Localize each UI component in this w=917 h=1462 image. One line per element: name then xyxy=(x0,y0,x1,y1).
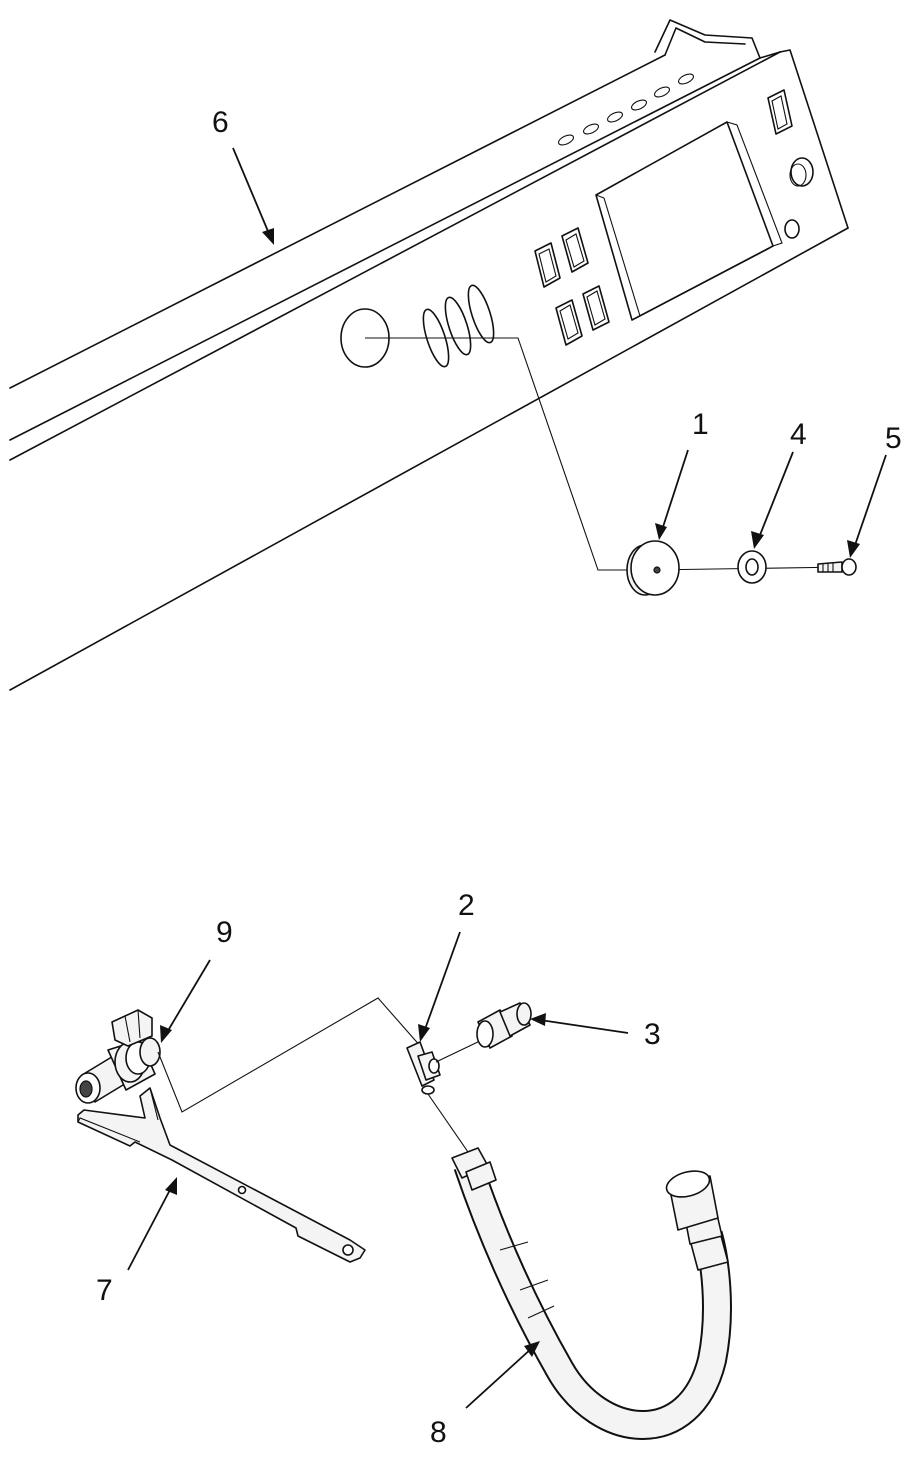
callout-6: 6 xyxy=(212,106,229,139)
display-window xyxy=(595,121,783,321)
callout-3: 3 xyxy=(644,1018,661,1051)
control-knob xyxy=(626,540,680,596)
valve-to-tee-line xyxy=(157,997,423,1113)
callout-2: 2 xyxy=(458,889,475,922)
gas-valve xyxy=(75,1009,161,1104)
callout-labels: 6 1 4 5 9 2 3 7 8 xyxy=(96,106,902,1449)
top-indicator-holes xyxy=(558,73,694,146)
callout-8: 8 xyxy=(430,1416,447,1449)
callout-4: 4 xyxy=(790,418,807,451)
callout-1: 1 xyxy=(692,408,709,441)
mounting-bracket xyxy=(77,1087,366,1263)
washer xyxy=(737,550,767,584)
callout-7: 7 xyxy=(96,1274,113,1307)
panel-end-features xyxy=(767,89,814,239)
control-panel-housing xyxy=(9,19,849,691)
knob-hole-and-vents xyxy=(340,284,495,368)
callout-5: 5 xyxy=(885,422,902,455)
knob-assembly-line xyxy=(365,337,846,571)
orifice-fitting xyxy=(476,1002,532,1049)
tee-to-orifice-line xyxy=(435,1039,483,1063)
tee-fitting xyxy=(406,1041,441,1095)
callout-arrows xyxy=(127,147,887,1409)
flexible-gas-hose xyxy=(451,1147,732,1440)
callout-9: 9 xyxy=(216,916,233,949)
keypad-buttons xyxy=(534,227,610,346)
set-screw xyxy=(817,558,857,576)
tee-to-hose-line xyxy=(427,1093,469,1153)
